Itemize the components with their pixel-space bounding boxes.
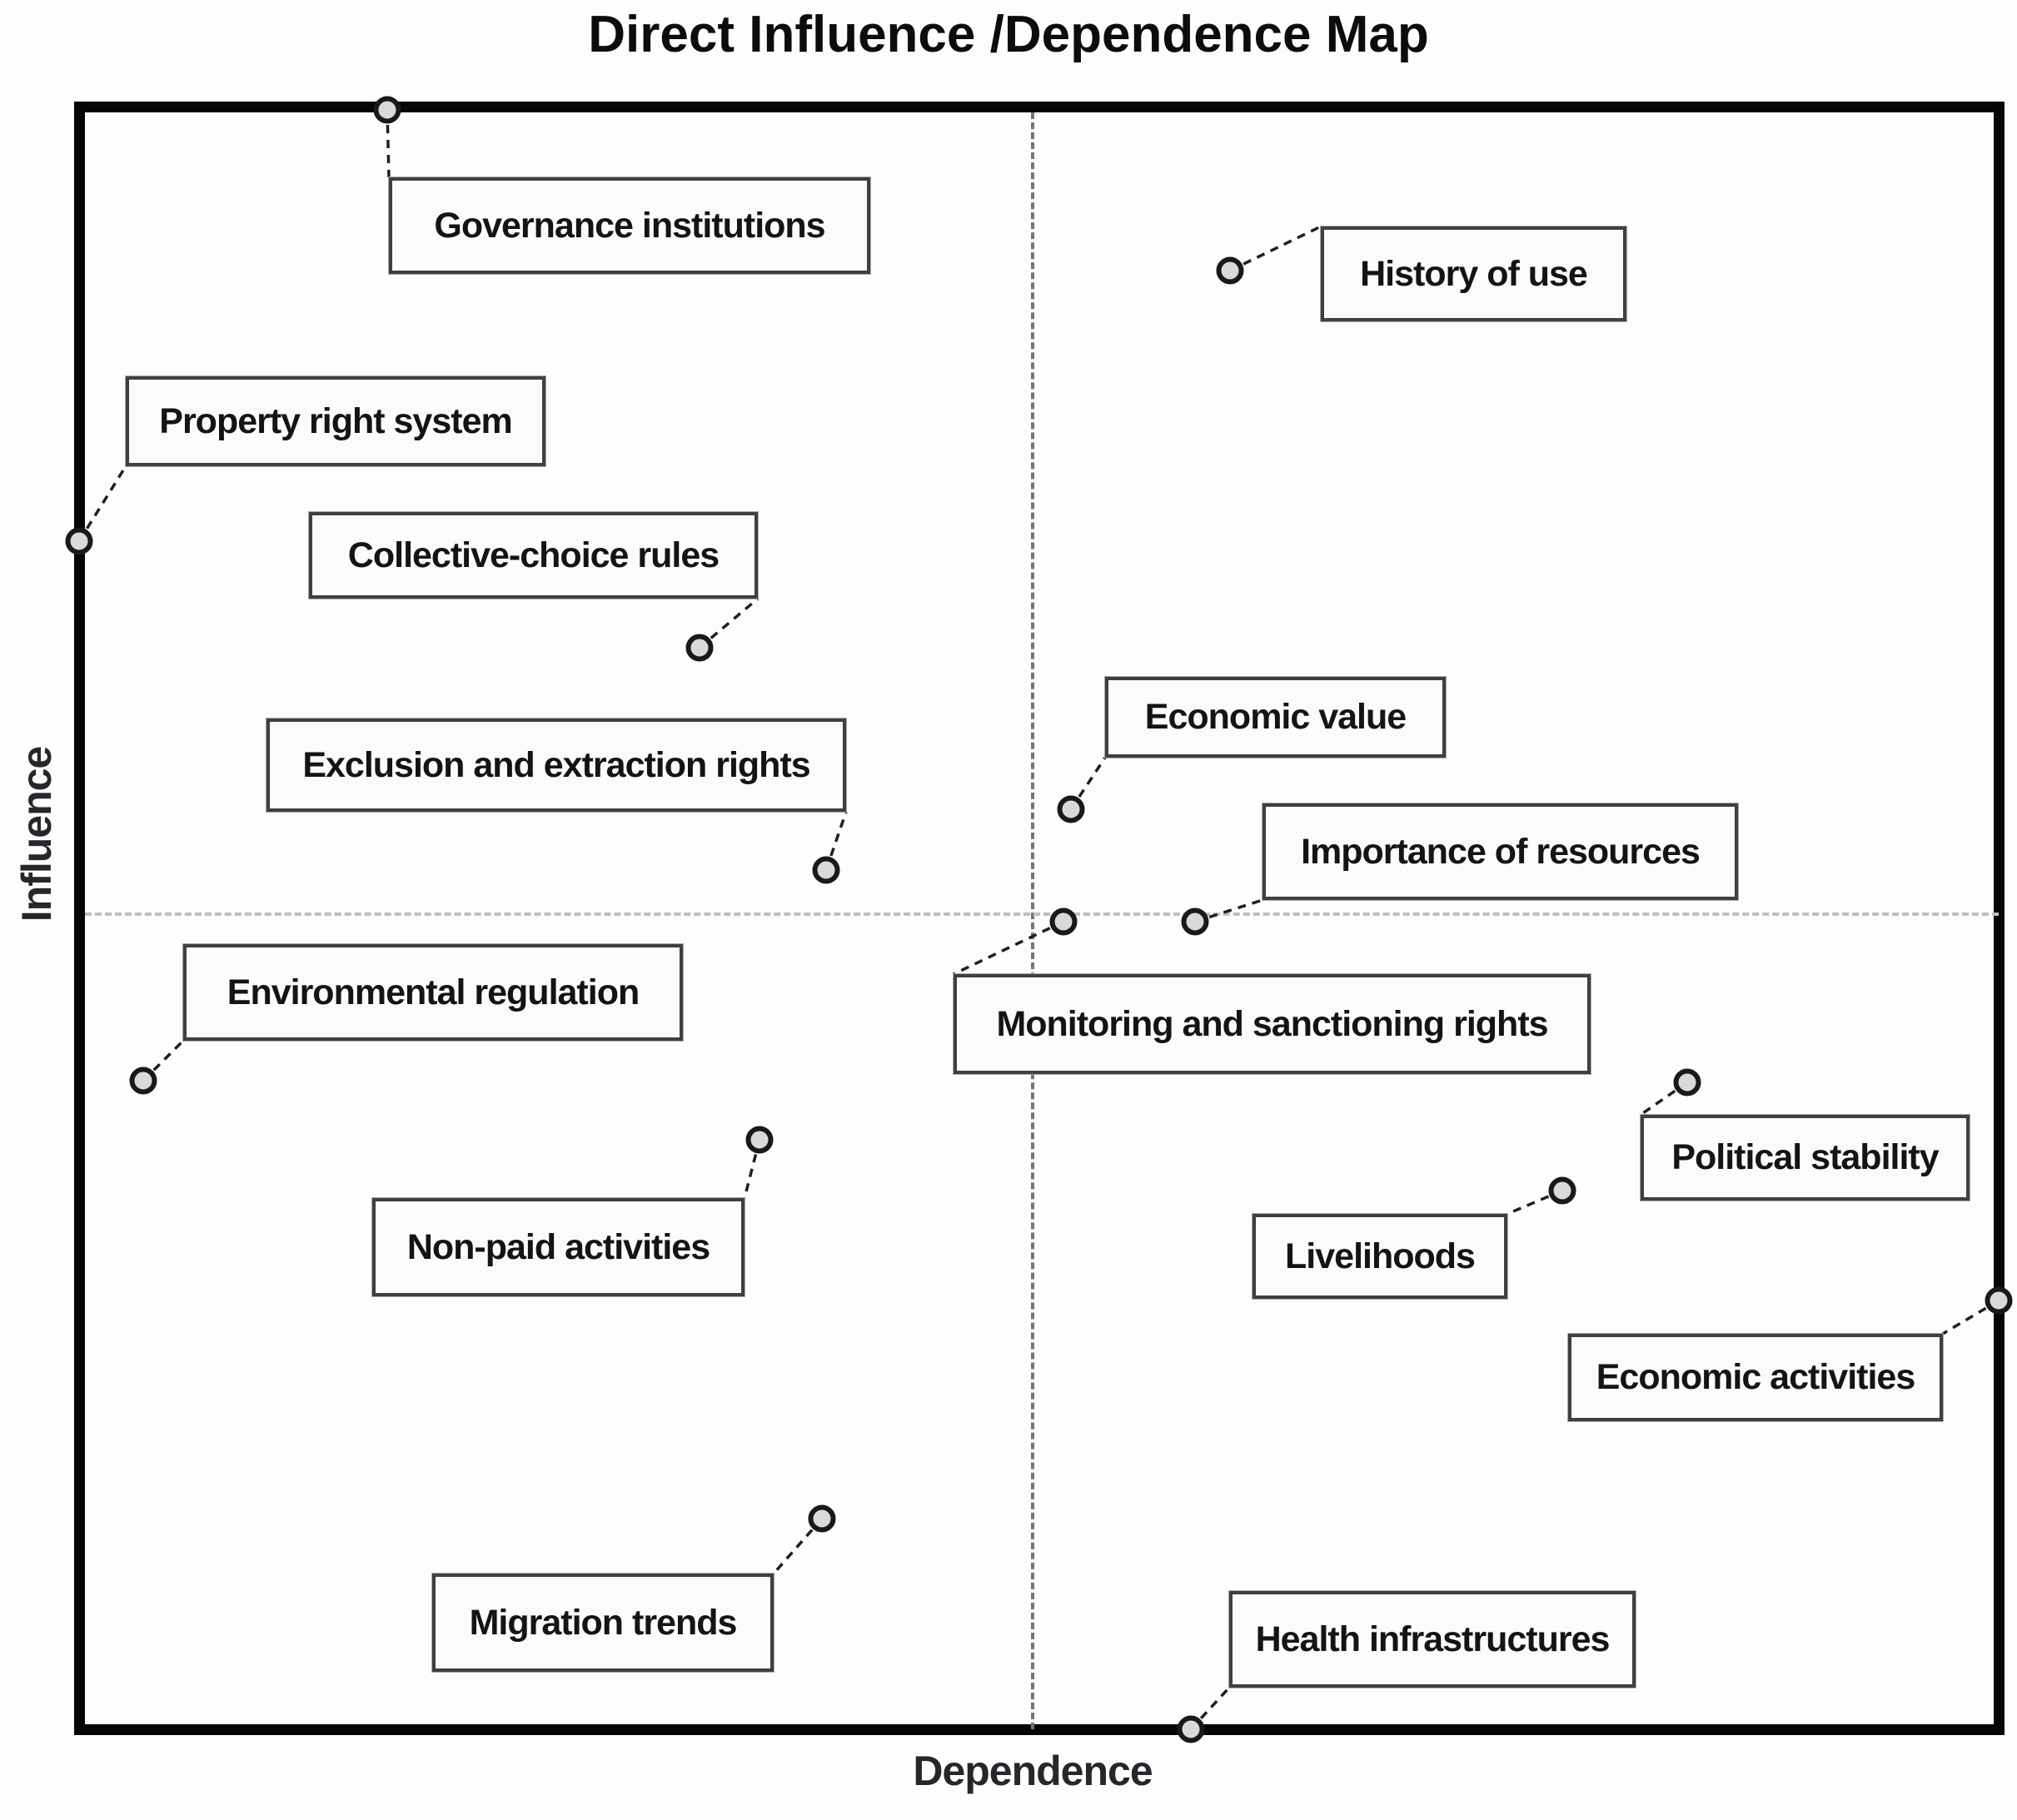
map-label: Economic value [1105, 677, 1446, 758]
connector-line [1069, 757, 1107, 810]
map-label: Health infrastructures [1229, 1591, 1636, 1688]
connector-line [953, 920, 1064, 976]
map-label: Migration trends [432, 1574, 774, 1672]
connector-line [698, 597, 759, 649]
map-point [1181, 908, 1209, 936]
map-point [373, 96, 401, 124]
map-label: History of use [1321, 226, 1626, 321]
map-label: Non-paid activities [372, 1198, 745, 1296]
plot-border [74, 102, 2005, 1735]
map-label: Governance institutions [389, 177, 870, 274]
map-label: Collective-choice rules [309, 512, 758, 599]
x-axis-label: Dependence [913, 1748, 1153, 1794]
map-point [1548, 1176, 1576, 1205]
map-point [685, 634, 714, 662]
connector-line [142, 1039, 185, 1082]
map-point [1177, 1715, 1205, 1743]
connector-line [1942, 1299, 2000, 1335]
map-label: Political stability [1641, 1115, 1970, 1201]
map-label: Exclusion and extraction rights [266, 719, 846, 812]
map-point [808, 1504, 836, 1533]
map-point [65, 527, 93, 555]
vertical-divider-line [1031, 112, 1034, 1729]
map-point [1049, 908, 1078, 936]
connector-line [772, 1517, 824, 1575]
map-point [812, 856, 840, 884]
map-label: Economic activities [1568, 1334, 1943, 1421]
map-label: Property right system [126, 376, 545, 466]
connector-line [1194, 898, 1263, 923]
map-point [1057, 795, 1085, 823]
chart-title: Direct Influence /Dependence Map [588, 6, 1429, 63]
connector-line [1639, 1081, 1689, 1116]
map-label: Environmental regulation [183, 944, 683, 1041]
map-point [745, 1126, 774, 1154]
horizontal-divider-line [85, 912, 1999, 916]
connector-line [743, 1139, 761, 1199]
map-point [1985, 1286, 2013, 1315]
map-point [129, 1067, 157, 1095]
map-label: Monitoring and sanctioning rights [954, 974, 1591, 1074]
map-label: Livelihoods [1253, 1214, 1507, 1299]
connector-line [1507, 1189, 1563, 1216]
connector-line [386, 109, 391, 178]
map-point [1216, 256, 1244, 285]
map-point [1673, 1068, 1701, 1096]
connector-line [1229, 225, 1322, 272]
connector-line [824, 811, 848, 871]
connector-line [1189, 1686, 1231, 1731]
map-label: Importance of resources [1262, 803, 1738, 900]
